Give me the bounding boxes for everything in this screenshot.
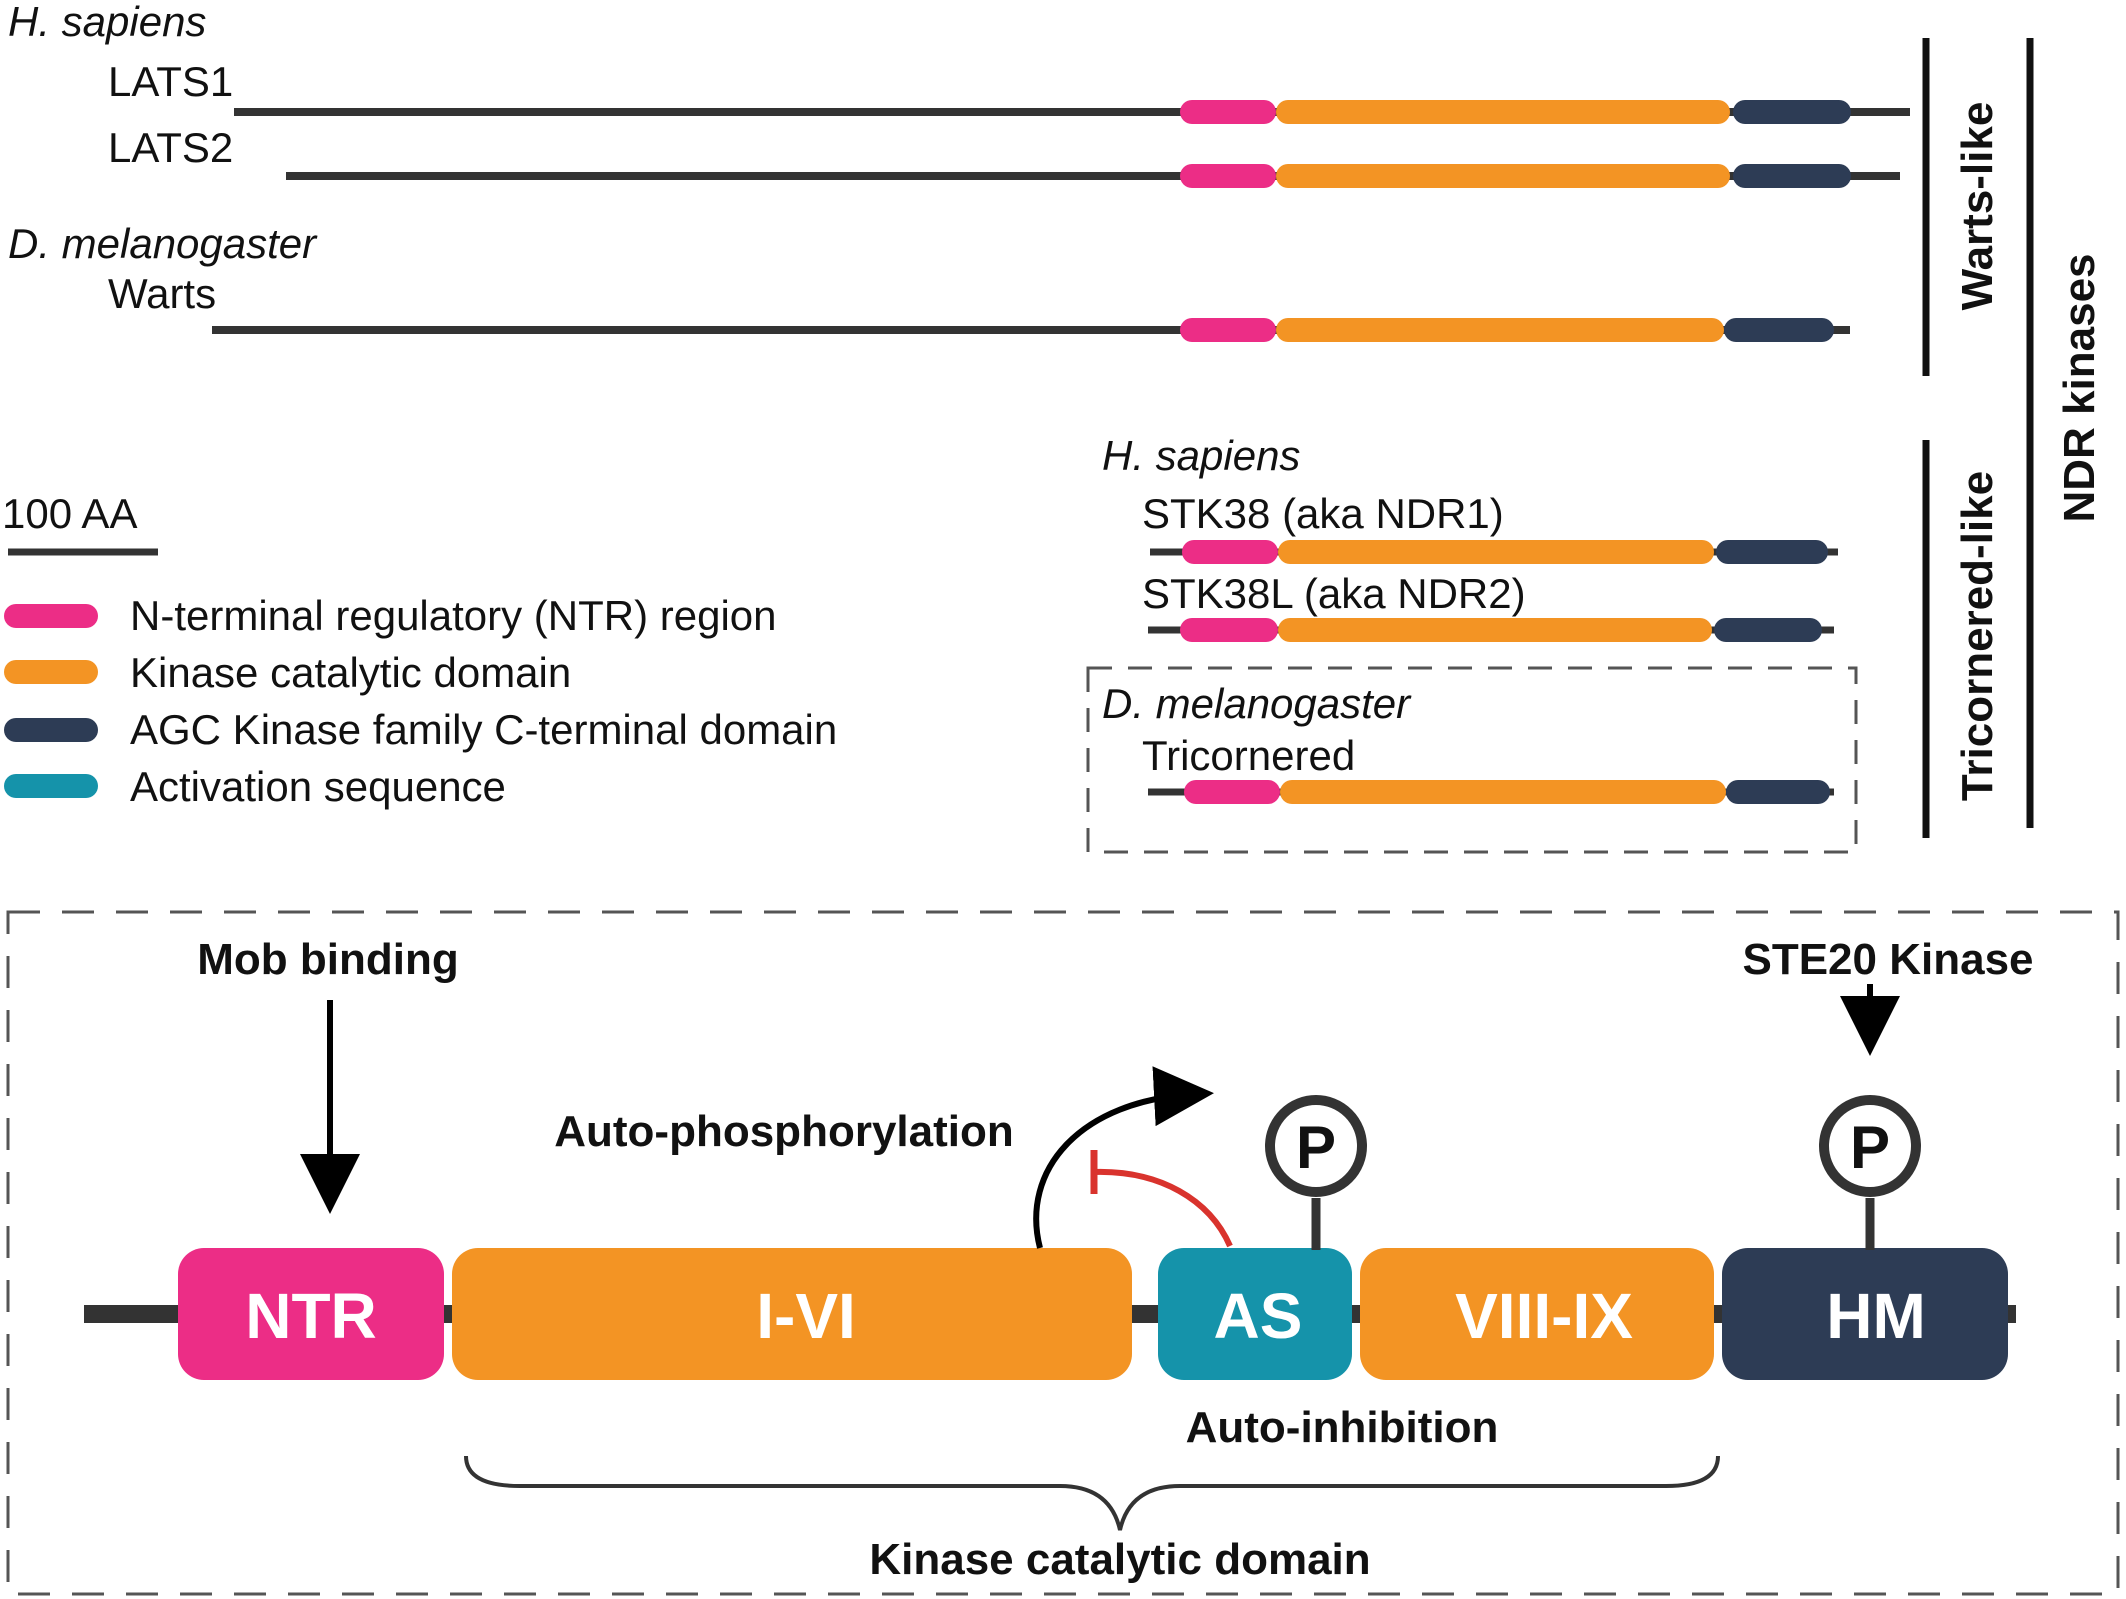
legend-swatch-activation <box>4 774 98 798</box>
kinase-segment <box>1278 540 1714 564</box>
activation-sequence-domain <box>1158 1248 1352 1380</box>
kinase-catalytic-domain-label: Kinase catalytic domain <box>869 1535 1370 1584</box>
scale-bar-label: 100 AA <box>2 490 137 537</box>
hydrophobic-motif-label: HM <box>1826 1280 1926 1352</box>
ste20-kinase-label: STE20 Kinase <box>1742 935 2033 984</box>
protein-label-lats2: LATS2 <box>108 124 233 171</box>
mob-binding-label: Mob binding <box>197 935 458 984</box>
agc-segment <box>1716 540 1828 564</box>
legend: 100 AA N-terminal regulatory (NTR) regio… <box>2 490 837 810</box>
protein-label-warts: Warts <box>108 270 216 317</box>
kinase-segment <box>1276 100 1730 124</box>
kinase-segment <box>1276 164 1730 188</box>
species-label-dm-2: D. melanogaster <box>1102 680 1412 727</box>
ntr-segment <box>1182 540 1278 564</box>
legend-swatch-kinase <box>4 660 98 684</box>
protein-label-stk38: STK38 (aka NDR1) <box>1142 490 1504 537</box>
domain-architecture-dashed-box <box>6 910 2120 1596</box>
kinase-segment <box>1280 780 1726 804</box>
agc-segment <box>1724 318 1834 342</box>
species-label-dm: D. melanogaster <box>8 220 318 267</box>
tricornered-like-proteins: H. sapiens STK38 (aka NDR1) STK38L (aka … <box>1086 432 1858 854</box>
as-phospho-circle <box>1265 1095 1367 1197</box>
kinase-domain-brace <box>464 1455 1720 1531</box>
tricornered-like-label: Tricornered-like <box>1953 471 2002 801</box>
kinase-segment <box>1276 318 1724 342</box>
kinase-domain-i-vi-label: I-VI <box>756 1280 856 1352</box>
ntr-segment <box>1180 618 1278 642</box>
tricornered-dashed-box <box>1086 666 1858 854</box>
group-brackets: Warts-like Tricornered-like NDR kinases <box>1922 38 2104 838</box>
warts-like-proteins: H. sapiens LATS1 LATS2 D. melanogaster W… <box>8 0 1910 342</box>
as-phospho-label: P <box>1296 1114 1336 1181</box>
ntr-domain <box>178 1248 444 1380</box>
agc-segment <box>1733 100 1851 124</box>
legend-label-agc: AGC Kinase family C-terminal domain <box>130 706 837 753</box>
auto-phosphorylation-label: Auto-phosphorylation <box>554 1107 1014 1156</box>
activation-sequence-label: AS <box>1214 1280 1303 1352</box>
hydrophobic-motif-domain <box>1722 1248 2008 1380</box>
auto-inhibition-line <box>1093 1168 1233 1248</box>
ntr-segment <box>1180 164 1276 188</box>
legend-label-ntr: N-terminal regulatory (NTR) region <box>130 592 777 639</box>
hm-phospho-circle <box>1819 1095 1921 1197</box>
agc-segment <box>1726 780 1830 804</box>
protein-bar-stk38 <box>1150 540 1838 564</box>
species-label-hs: H. sapiens <box>8 0 206 45</box>
legend-swatch-agc <box>4 718 98 742</box>
ntr-segment <box>1184 780 1280 804</box>
protein-bar-warts <box>212 318 1850 342</box>
agc-segment <box>1733 164 1851 188</box>
kinase-segment <box>1278 618 1712 642</box>
domain-architecture: Mob binding STE20 Kinase NTR I-VI AS VII… <box>84 935 2034 1584</box>
ntr-segment <box>1180 100 1276 124</box>
protein-bar-stk38l <box>1148 618 1834 642</box>
protein-bar-lats2 <box>286 164 1900 188</box>
protein-bar-tricornered <box>1148 780 1834 804</box>
legend-label-activation: Activation sequence <box>130 763 506 810</box>
protein-label-stk38l: STK38L (aka NDR2) <box>1142 570 1526 617</box>
warts-like-label: Warts-like <box>1953 102 2002 311</box>
kinase-domain-viii-ix <box>1360 1248 1714 1380</box>
protein-label-tricornered: Tricornered <box>1142 732 1355 779</box>
ntr-segment <box>1180 318 1276 342</box>
agc-segment <box>1714 618 1822 642</box>
kinase-domain-i-vi <box>452 1248 1132 1380</box>
ndr-kinases-label: NDR kinases <box>2055 253 2104 522</box>
auto-inhibition-label: Auto-inhibition <box>1186 1403 1499 1452</box>
hm-phospho-label: P <box>1850 1114 1890 1181</box>
kinase-domain-viii-ix-label: VIII-IX <box>1455 1280 1633 1352</box>
ntr-domain-label: NTR <box>245 1280 377 1352</box>
legend-swatch-ntr <box>4 604 98 628</box>
auto-phosphorylation-arrow <box>1033 1066 1214 1249</box>
protein-bar-lats1 <box>234 100 1910 124</box>
species-label-hs-2: H. sapiens <box>1102 432 1300 479</box>
legend-label-kinase: Kinase catalytic domain <box>130 649 571 696</box>
protein-label-lats1: LATS1 <box>108 58 233 105</box>
